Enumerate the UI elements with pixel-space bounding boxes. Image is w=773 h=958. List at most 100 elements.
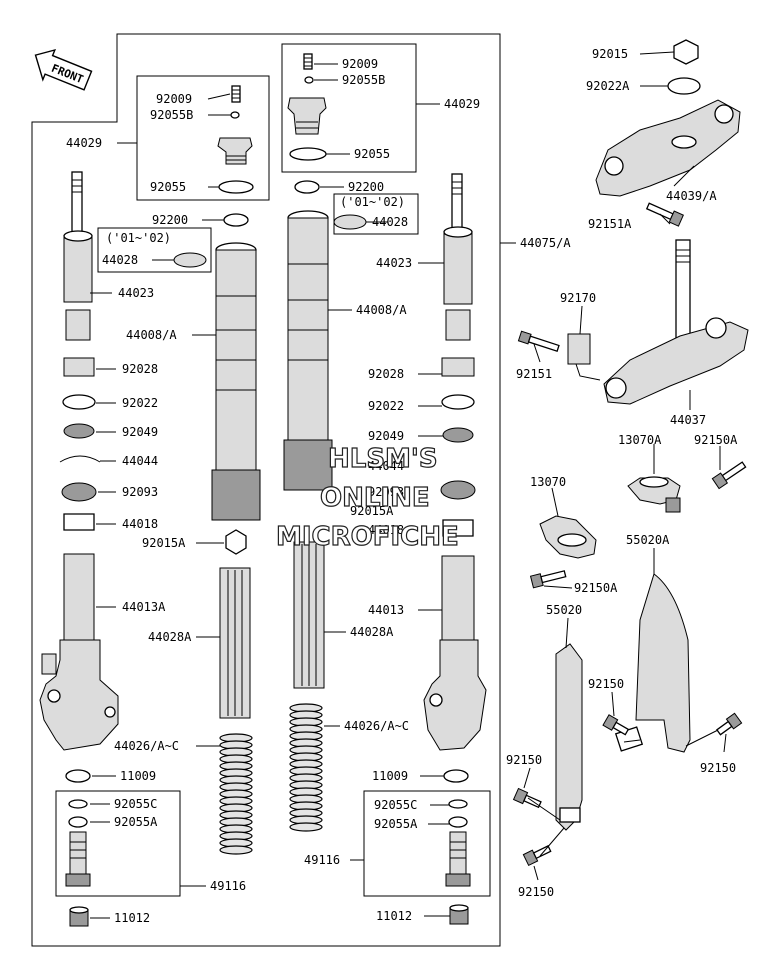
fork-leg-bottom-right (423, 639, 487, 751)
label-92200-r: 92200 (348, 180, 384, 194)
washer-92200-right (294, 180, 320, 194)
damper-rod-left (63, 171, 93, 303)
cartridge-44028A-right (293, 541, 325, 689)
valve-box-left (55, 790, 181, 897)
spring-coil (219, 845, 253, 855)
label-11012: 11012 (114, 911, 150, 925)
label-variant-years: ('01~'02) (106, 231, 171, 245)
variant-box-right (333, 193, 419, 235)
guard-55020 (555, 643, 583, 831)
bolt-92151A (645, 202, 684, 227)
inner-tube-44013A (63, 553, 95, 641)
cartridge-44028A-left (219, 567, 251, 719)
label-44028-r: 44028 (372, 215, 408, 229)
cap-bolt-right (303, 53, 313, 70)
label-44028A-r: 44028A (350, 625, 394, 639)
bolt-92150A-a (711, 461, 747, 490)
label-44023: 44023 (118, 286, 154, 300)
label-44028: 44028 (102, 253, 138, 267)
label-44018: 44018 (122, 517, 158, 531)
oring-large-right (289, 147, 327, 161)
clip-44044-left (59, 455, 101, 463)
label-92015: 92015 (592, 47, 628, 61)
label-92055C: 92055C (114, 797, 157, 811)
label-92055B: 92055B (150, 108, 193, 122)
fork-leg-bottom-left (39, 639, 119, 751)
seal-92093-left (61, 482, 97, 502)
label-92150-a: 92150 (588, 677, 624, 691)
label-variant-years-r: ('01~'02) (340, 195, 405, 209)
label-44029: 44029 (66, 136, 102, 150)
watermark-line-2: ONLINE (320, 483, 430, 513)
label-49116-r: 49116 (304, 853, 340, 867)
watermark-line-1: HLSM'S (328, 444, 438, 474)
label-92170: 92170 (560, 291, 596, 305)
oring-small-right (304, 76, 314, 84)
label-92055: 92055 (150, 180, 186, 194)
front-arrow-icon: FRONT (34, 48, 93, 91)
spring-44026-left (219, 733, 253, 855)
guide-13070A (627, 476, 681, 513)
rod-piece-right (445, 309, 471, 341)
label-11009: 11009 (120, 769, 156, 783)
label-92150A-a: 92150A (694, 433, 738, 447)
base-valve-left (65, 831, 91, 887)
label-92150-d: 92150 (518, 885, 554, 899)
label-92049-r: 92049 (368, 429, 404, 443)
watermark: HLSM'S ONLINE MICROFICHE (275, 443, 459, 552)
label-44029-r: 44029 (444, 97, 480, 111)
label-92022-r: 92022 (368, 399, 404, 413)
cap-assembly-box-right (281, 43, 417, 173)
spring-44026-right (289, 703, 323, 832)
label-92055A: 92055A (114, 815, 158, 829)
bracket-92170 (567, 333, 601, 381)
label-11012-r: 11012 (376, 909, 412, 923)
bolt-11012-left (69, 906, 89, 927)
label-92028: 92028 (122, 362, 158, 376)
label-49116: 49116 (210, 879, 246, 893)
label-92028-r: 92028 (368, 367, 404, 381)
guide-13070 (539, 515, 597, 559)
watermark-line-3: MICROFICHE (276, 522, 459, 552)
oring-92055C-right (448, 799, 468, 809)
bolt-92150A-b (529, 570, 567, 589)
label-13070: 13070 (530, 475, 566, 489)
label-92015A-r: 92015A (350, 504, 394, 518)
label-44023-r: 44023 (376, 256, 412, 270)
fork-cap-left (217, 137, 253, 165)
label-92009-r: 92009 (342, 57, 378, 71)
label-92055C-r: 92055C (374, 798, 417, 812)
variant-box-left (97, 227, 212, 273)
label-92055-r: 92055 (354, 147, 390, 161)
rod-piece-left (65, 309, 91, 341)
bolt-92150-c (512, 787, 542, 809)
label-44044-r: 44044 (368, 459, 404, 473)
label-92093: 92093 (122, 485, 158, 499)
outer-tube-44008A-right (283, 210, 333, 491)
label-92151A: 92151A (588, 217, 632, 231)
nut-92015 (673, 39, 699, 65)
bushing-92028-left (63, 357, 95, 377)
seal-44028-right (333, 214, 367, 230)
part-labels: 92009 92055B 44029 92055 92200 ('01~'02)… (66, 47, 738, 925)
nut-92015A-left (225, 529, 247, 555)
bushing-92028-right (441, 357, 475, 377)
bolt-92151 (517, 330, 560, 353)
label-92049: 92049 (122, 425, 158, 439)
label-44075A: 44075/A (520, 236, 571, 250)
washer-92200-left (223, 213, 249, 227)
fork-cap-right (287, 97, 327, 135)
label-92055B-r: 92055B (342, 73, 385, 87)
label-44013: 44013 (368, 603, 404, 617)
label-44008A-r: 44008/A (356, 303, 407, 317)
seal-92049-right (442, 427, 474, 443)
seal-44028-left (173, 252, 207, 268)
label-44028A: 44028A (148, 630, 192, 644)
label-92015A: 92015A (142, 536, 186, 550)
oring-large-left (218, 180, 254, 194)
seal-92093-right (440, 480, 476, 500)
label-44013A: 44013A (122, 600, 166, 614)
washer-11009-left (65, 769, 91, 783)
